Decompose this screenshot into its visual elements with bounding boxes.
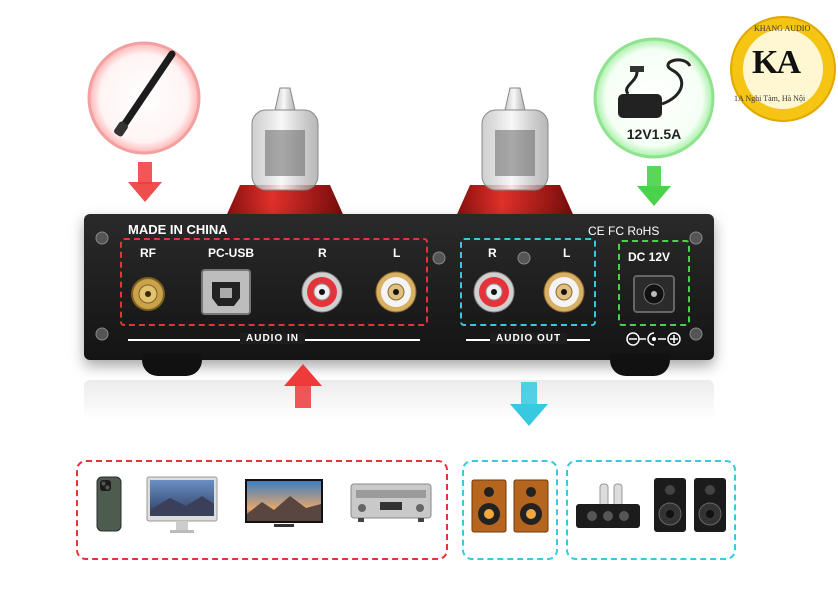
dc-jack-icon[interactable] [632, 274, 676, 314]
certification-label: CE FC RoHS [588, 224, 660, 238]
logo-top-text: KHANG AUDIO [754, 24, 811, 33]
power-adapter-callout: 12V1.5A [592, 36, 716, 160]
audio-out-left-label: L [563, 246, 571, 260]
television-icon [245, 479, 323, 527]
power-adapter-label: 12V1.5A [626, 126, 682, 142]
panel-reflection [84, 380, 714, 420]
power-adapter-icon [593, 37, 715, 159]
audio-in-label: AUDIO IN [240, 333, 305, 344]
vacuum-tubes [220, 87, 580, 230]
audio-out-right-label: R [488, 246, 497, 260]
studio-speakers-icon [654, 478, 726, 532]
audio-in-group [120, 238, 428, 326]
output-amp-group [566, 460, 736, 560]
cyan-down-arrow-icon [510, 382, 548, 426]
audio-out-group [460, 238, 596, 326]
rf-label: RF [140, 246, 156, 260]
green-down-arrow-icon [637, 166, 671, 206]
red-down-arrow-icon [128, 162, 162, 202]
input-devices-group [76, 460, 448, 560]
polarity-symbol-icon [626, 332, 681, 346]
brand-logo: KHANG AUDIO KA 1A Nghi Tàm, Hà Nội [728, 14, 838, 124]
audio-in-left-rca-icon[interactable] [374, 270, 418, 314]
desktop-computer-icon [146, 476, 218, 533]
audio-out-left-rca-icon[interactable] [542, 270, 586, 314]
audio-in-right-label: R [318, 246, 327, 260]
made-in-label: MADE IN CHINA [128, 222, 228, 237]
antenna-callout [86, 40, 202, 156]
left-tube [220, 87, 350, 230]
output-speakers-group [462, 460, 558, 560]
right-foot [610, 354, 670, 376]
panel-screws [95, 231, 703, 341]
usb-label: PC-USB [208, 246, 255, 260]
right-tube [450, 87, 580, 230]
usb-b-port-icon[interactable] [200, 268, 252, 316]
audio-in-left-label: L [393, 246, 401, 260]
audio-in-right-rca-icon[interactable] [300, 270, 344, 314]
logo-bottom-text: 1A Nghi Tàm, Hà Nội [734, 94, 806, 103]
audio-out-right-rca-icon[interactable] [472, 270, 516, 314]
audio-out-label: AUDIO OUT [490, 333, 568, 344]
amplifier-icon [576, 483, 640, 528]
red-up-arrow-icon [284, 364, 322, 408]
left-foot [142, 354, 202, 376]
dc-label: DC 12V [628, 250, 671, 264]
rf-connector-icon[interactable] [128, 274, 168, 314]
logo-monogram: KA [752, 44, 801, 81]
antenna-icon [87, 41, 201, 155]
smartphone-icon [96, 476, 122, 532]
dc-input-group [618, 240, 690, 326]
media-player-icon [350, 483, 432, 522]
bookshelf-speakers-icon [471, 479, 549, 533]
